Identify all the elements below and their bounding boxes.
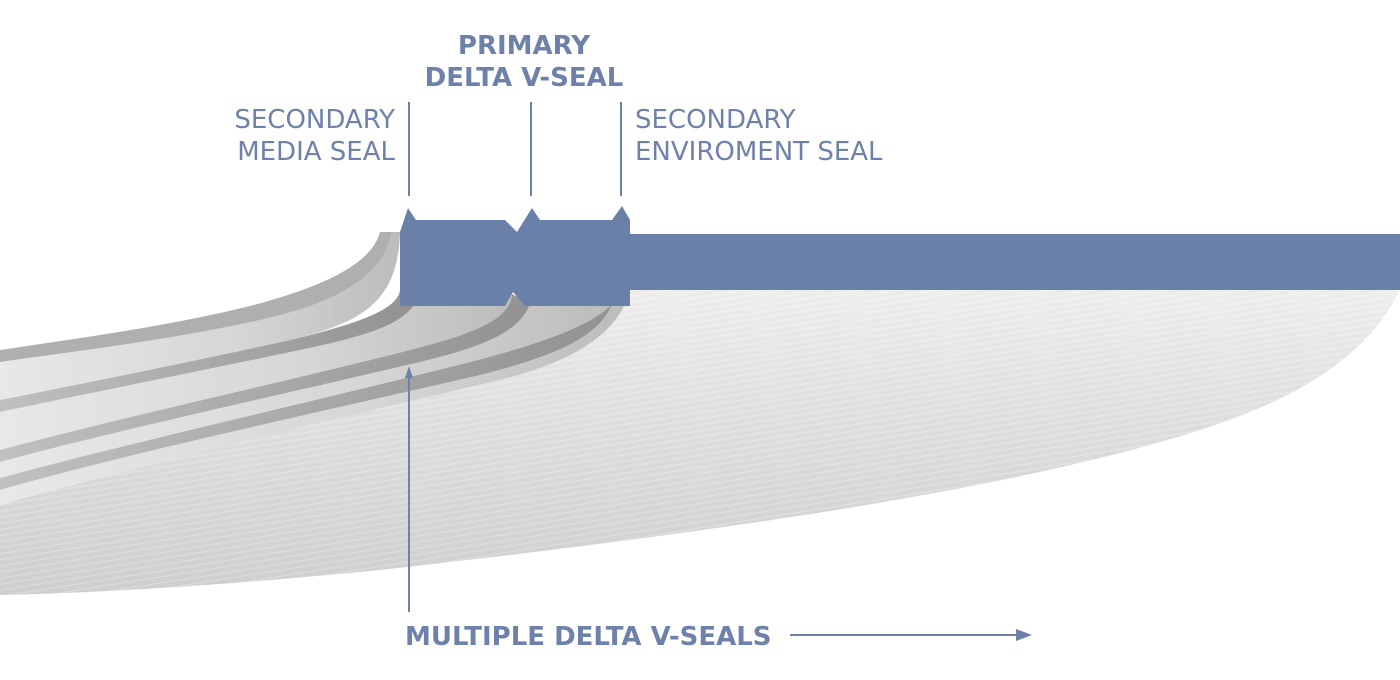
layer-outer (0, 232, 400, 400)
secondary-media-seal-label-line1: SECONDARY (234, 105, 395, 135)
layer-media-shadow (0, 290, 415, 412)
layer-outer-shadow (0, 232, 392, 362)
secondary-media-seal-label-line2: MEDIA SEAL (237, 137, 395, 167)
arrow-right-icon (1016, 629, 1032, 641)
main-blade-texture (0, 290, 1400, 595)
seal-strip (400, 206, 1400, 306)
layer-primary-shadow (0, 294, 530, 462)
layer-media (0, 294, 512, 450)
primary-seal-label-line2: DELTA V-SEAL (425, 63, 624, 93)
layer-environment-shadow (0, 304, 612, 490)
secondary-environment-seal-label-line2: ENVIROMENT SEAL (635, 137, 883, 167)
layer-primary (0, 304, 612, 478)
leader-multiple-seals-tip (405, 366, 413, 378)
layer-environment (0, 290, 630, 505)
secondary-environment-seal-label-line1: SECONDARY (635, 105, 796, 135)
multiple-seals-label: MULTIPLE DELTA V-SEALS (405, 622, 772, 652)
primary-seal-label-line1: PRIMARY (458, 31, 591, 61)
